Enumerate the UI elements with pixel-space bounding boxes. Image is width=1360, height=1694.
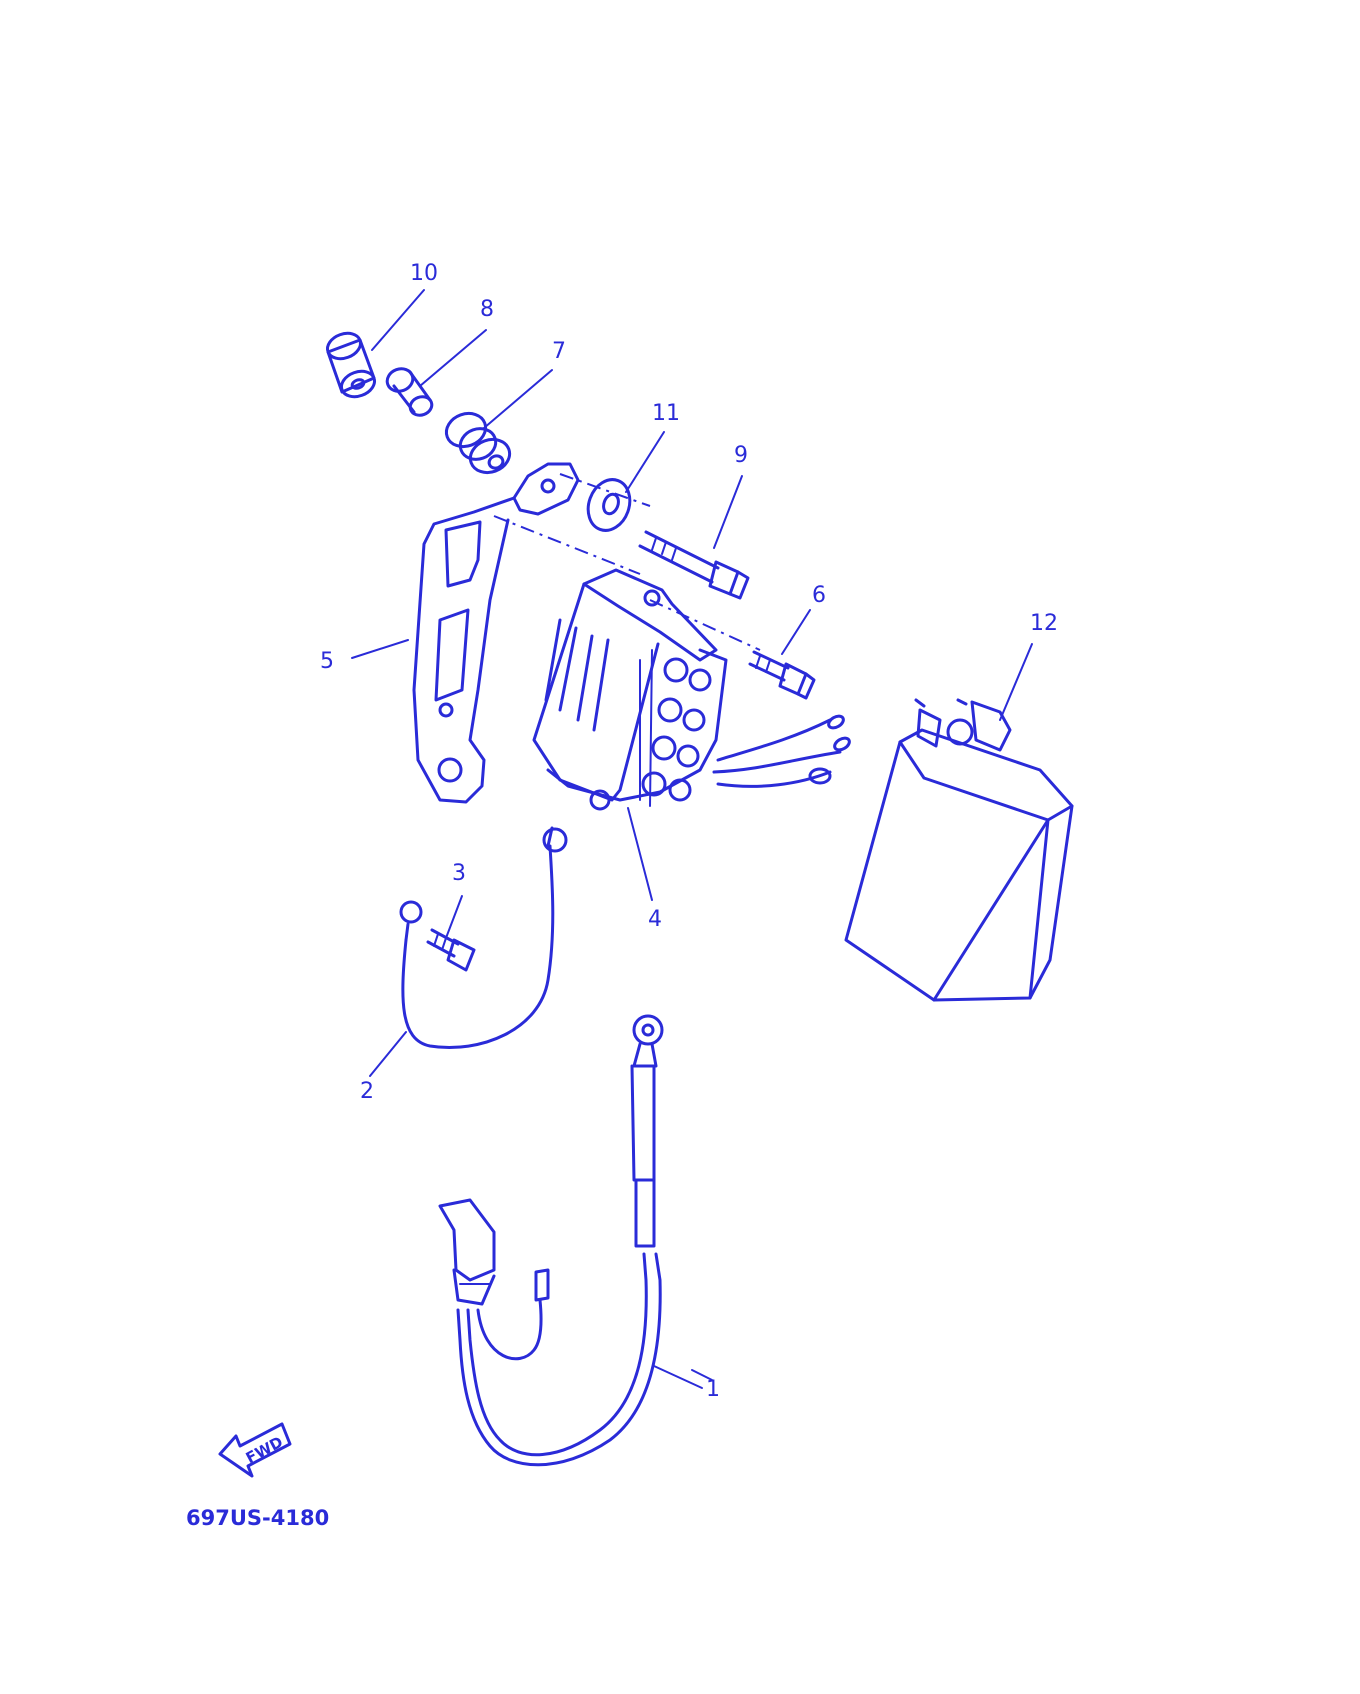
alignment-line xyxy=(493,515,641,575)
part-12-coil-box xyxy=(844,698,1074,1002)
part-7-grommet xyxy=(444,411,512,475)
part-3-bolt xyxy=(426,928,476,972)
part-1-battery-cable xyxy=(438,1014,713,1467)
alignment-line-2 xyxy=(649,599,761,651)
part-5-bracket xyxy=(412,462,580,804)
callout-8: 8 xyxy=(480,297,494,322)
callout-7: 7 xyxy=(552,339,566,364)
callout-11: 11 xyxy=(652,401,680,426)
part-11-washer xyxy=(586,478,632,532)
part-2-ground-lead xyxy=(399,826,568,1049)
alignment-line-3 xyxy=(559,473,651,507)
part-6-bolt xyxy=(748,650,816,700)
callout-10: 10 xyxy=(410,261,438,286)
callout-12: 12 xyxy=(1030,611,1058,636)
callout-2: 2 xyxy=(360,1079,374,1104)
callout-4: 4 xyxy=(648,907,662,932)
fwd-label: FWD xyxy=(243,1433,286,1467)
part-10-spacer xyxy=(326,331,376,399)
part-8-collar xyxy=(385,367,434,417)
fwd-arrow-icon: FWD xyxy=(218,1422,292,1478)
diagram-code: 697US-4180 xyxy=(186,1506,329,1530)
terminal-boot xyxy=(438,1198,496,1306)
callout-6: 6 xyxy=(812,583,826,608)
callout-5: 5 xyxy=(320,649,334,674)
part-4-rectifier-regulator xyxy=(532,568,851,811)
callout-1: 1 xyxy=(706,1377,720,1402)
coil-terminals xyxy=(914,698,1012,752)
callout-9: 9 xyxy=(734,443,748,468)
leader-lines xyxy=(351,289,1033,1389)
terminal-block xyxy=(639,649,712,807)
callout-3: 3 xyxy=(452,861,466,886)
part-9-bolt xyxy=(638,530,750,600)
lead-wires xyxy=(712,714,851,788)
